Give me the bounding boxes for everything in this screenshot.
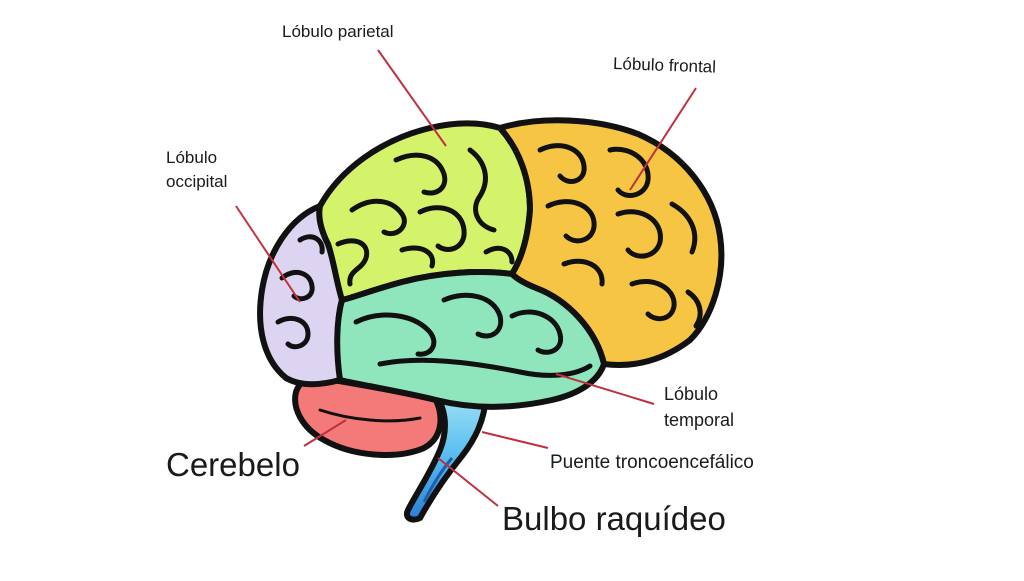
label-lobulo-parietal: Lóbulo parietal <box>282 22 394 41</box>
leader-line-frontal <box>629 87 697 191</box>
brain-folds <box>275 143 703 423</box>
label-cerebelo: Cerebelo <box>166 446 300 483</box>
leader-line-puente <box>481 431 549 449</box>
leader-lines <box>235 49 697 507</box>
label-lobulo-occipital: Lóbulo occipital <box>166 146 227 194</box>
frontal-lobe-region <box>497 117 725 368</box>
leader-line-parietal <box>377 49 447 147</box>
brainstem-region <box>404 392 489 523</box>
label-occipital-line2: occipital <box>166 172 228 191</box>
label-temporal-line2: temporal <box>664 410 735 430</box>
label-bulbo-raquideo: Bulbo raquídeo <box>502 500 726 537</box>
label-lobulo-frontal: Lóbulo frontal <box>612 54 717 77</box>
leader-line-occipital <box>235 205 301 303</box>
leader-line-temporal <box>555 373 655 405</box>
leader-line-cerebelo <box>303 419 347 447</box>
label-puente-troncoencefalico: Puente troncoencefálico <box>550 452 754 473</box>
label-temporal-line1: Lóbulo <box>664 384 719 404</box>
leader-line-bulbo <box>437 457 499 507</box>
label-occipital-line1: Lóbulo <box>166 148 218 167</box>
label-lobulo-temporal: Lóbulo temporal <box>664 381 734 433</box>
